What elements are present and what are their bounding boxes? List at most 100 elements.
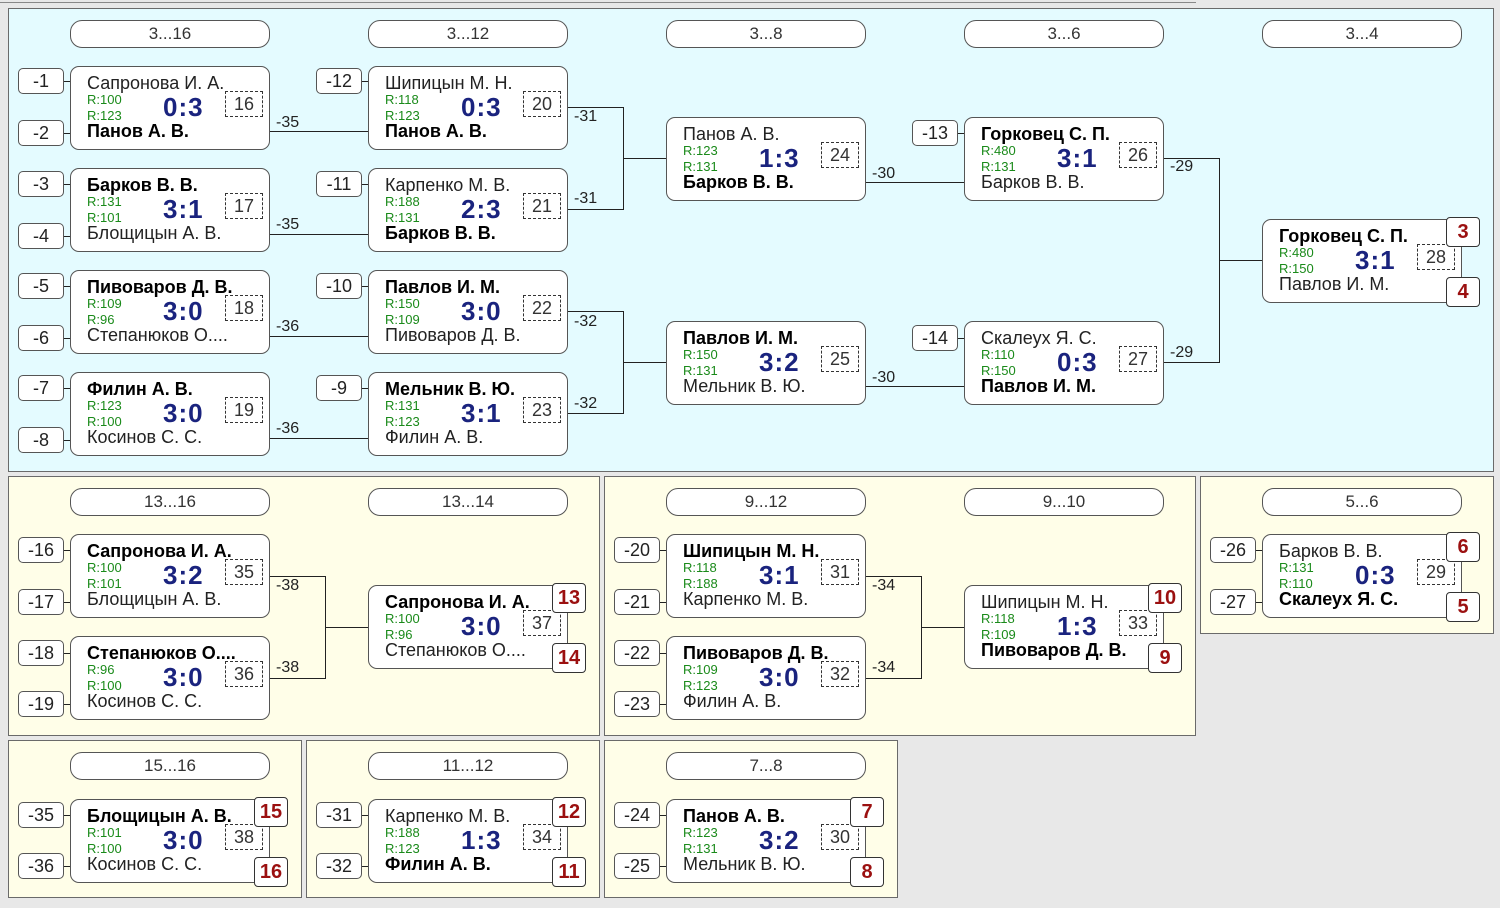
match-score: 0:3 xyxy=(163,92,204,122)
match-score: 3:2 xyxy=(163,560,204,590)
connector-line xyxy=(64,286,70,287)
slot-ref[interactable]: -18 xyxy=(18,640,64,666)
slot-ref[interactable]: -25 xyxy=(614,853,660,879)
slot-ref[interactable]: -16 xyxy=(18,537,64,563)
slot-ref[interactable]: -1 xyxy=(18,68,64,94)
stage-header[interactable]: 7...8 xyxy=(666,752,866,780)
rating-bottom: R:131 xyxy=(683,841,718,856)
rating-bottom: R:109 xyxy=(981,627,1016,642)
slot-ref[interactable]: -35 xyxy=(18,802,64,828)
player-top: Карпенко М. В. xyxy=(385,175,511,195)
stage-header[interactable]: 13...16 xyxy=(70,488,270,516)
connector-line xyxy=(270,576,326,577)
place-badge: 3 xyxy=(1446,217,1480,247)
connector-line xyxy=(362,866,368,867)
match-number: 25 xyxy=(821,346,859,372)
slot-ref[interactable]: -11 xyxy=(316,171,362,197)
slot-ref[interactable]: -31 xyxy=(316,802,362,828)
slot-ref[interactable]: -12 xyxy=(316,68,362,94)
slot-ref[interactable]: -8 xyxy=(18,427,64,453)
connector-line xyxy=(64,866,70,867)
slot-ref[interactable]: -9 xyxy=(316,375,362,401)
slot-ref[interactable]: -4 xyxy=(18,223,64,249)
player-top: Сапронова И. А. xyxy=(87,73,225,93)
rating-top: R:150 xyxy=(385,296,420,311)
player-top: Филин А. В. xyxy=(87,379,193,399)
slot-ref[interactable]: -32 xyxy=(316,853,362,879)
stage-header[interactable]: 3...4 xyxy=(1262,20,1462,48)
loser-label: -34 xyxy=(872,577,896,594)
stage-header[interactable]: 9...10 xyxy=(964,488,1164,516)
slot-ref[interactable]: -21 xyxy=(614,589,660,615)
place-badge: 12 xyxy=(552,797,586,827)
slot-ref[interactable]: -27 xyxy=(1210,589,1256,615)
slot-ref[interactable]: -10 xyxy=(316,273,362,299)
rating-bottom: R:123 xyxy=(385,108,420,123)
stage-header[interactable]: 9...12 xyxy=(666,488,866,516)
match-score: 3:2 xyxy=(759,347,800,377)
stage-header[interactable]: 3...16 xyxy=(70,20,270,48)
slot-ref[interactable]: -20 xyxy=(614,537,660,563)
stage-header[interactable]: 5...6 xyxy=(1262,488,1462,516)
connector-line xyxy=(64,133,70,134)
stage-header[interactable]: 11...12 xyxy=(368,752,568,780)
slot-ref[interactable]: -19 xyxy=(18,691,64,717)
player-top: Блощицын А. В. xyxy=(87,806,232,826)
rating-top: R:150 xyxy=(683,347,718,362)
slot-ref[interactable]: -14 xyxy=(912,325,958,351)
loser-label: -30 xyxy=(872,369,896,386)
slot-ref[interactable]: -36 xyxy=(18,853,64,879)
slot-ref[interactable]: -23 xyxy=(614,691,660,717)
stage-header[interactable]: 3...8 xyxy=(666,20,866,48)
player-bottom: Карпенко М. В. xyxy=(683,589,809,609)
player-top: Горковец С. П. xyxy=(1279,226,1408,246)
stage-header[interactable]: 3...12 xyxy=(368,20,568,48)
slot-ref[interactable]: -6 xyxy=(18,325,64,351)
player-top: Шипицын М. Н. xyxy=(981,592,1109,612)
player-bottom: Мельник В. Ю. xyxy=(683,376,806,396)
player-top: Пивоваров Д. В. xyxy=(683,643,829,663)
loser-label: -36 xyxy=(276,318,300,335)
slot-ref[interactable]: -22 xyxy=(614,640,660,666)
match-number: 32 xyxy=(821,661,859,687)
slot-ref[interactable]: -13 xyxy=(912,120,958,146)
slot-ref[interactable]: -5 xyxy=(18,273,64,299)
player-top: Горковец С. П. xyxy=(981,124,1110,144)
slot-ref[interactable]: -3 xyxy=(18,171,64,197)
match-number: 19 xyxy=(225,397,263,423)
rating-bottom: R:110 xyxy=(1279,576,1313,591)
slot-ref[interactable]: -26 xyxy=(1210,537,1256,563)
slot-ref[interactable]: -2 xyxy=(18,120,64,146)
connector-line xyxy=(64,653,70,654)
stage-header[interactable]: 3...6 xyxy=(964,20,1164,48)
slot-ref[interactable]: -17 xyxy=(18,589,64,615)
stage-header[interactable]: 15...16 xyxy=(70,752,270,780)
slot-ref[interactable]: -7 xyxy=(18,375,64,401)
slot-ref[interactable]: -24 xyxy=(614,802,660,828)
stage-header[interactable]: 13...14 xyxy=(368,488,568,516)
player-bottom: Скалеух Я. С. xyxy=(1279,589,1399,609)
